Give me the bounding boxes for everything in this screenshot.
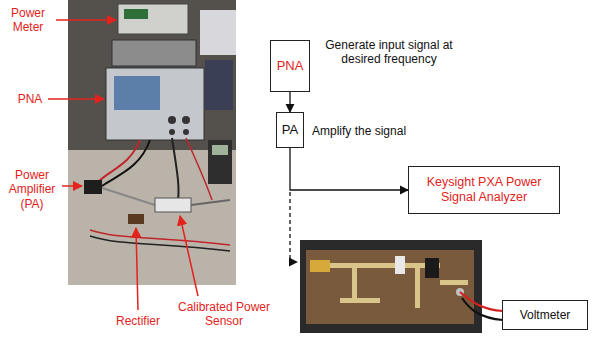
box-text: Voltmeter [520,308,571,322]
wire [460,292,503,320]
box-text: PNA [277,58,304,74]
dashed-arrow [290,192,297,262]
instrument-box: Voltmeter [502,300,588,330]
box-text: Keysight PXA Power Signal Analyzer [414,175,554,205]
process-box: PNA [270,40,310,92]
label-text: PNA [18,92,43,106]
part-label: PNA [12,92,48,106]
box-text: PA [282,122,298,138]
step-note: Amplify the signal [312,124,452,138]
part-label: Calibrated Power Sensor [172,300,276,329]
part-label: Power Meter [4,6,52,35]
part-label: Power Amplifier (PA) [2,168,62,211]
step-note: Generate input signal at desired frequen… [314,38,464,67]
process-box: PA [276,112,304,148]
label-text: Generate input signal at desired frequen… [325,38,452,66]
flow-arrow [289,92,290,112]
label-text: Amplify the signal [312,124,406,138]
lab-bench-photo [68,0,236,285]
label-text: Rectifier [116,314,160,328]
label-text: Power Meter [11,6,45,34]
label-text: Calibrated Power Sensor [178,300,270,328]
part-label: Rectifier [108,314,168,328]
instrument-box: Keysight PXA Power Signal Analyzer [408,166,560,214]
label-text: Power Amplifier (PA) [9,168,56,211]
leader-arrow [48,20,198,310]
flow-arrow [290,148,408,190]
rectifier-board-photo [300,240,482,333]
